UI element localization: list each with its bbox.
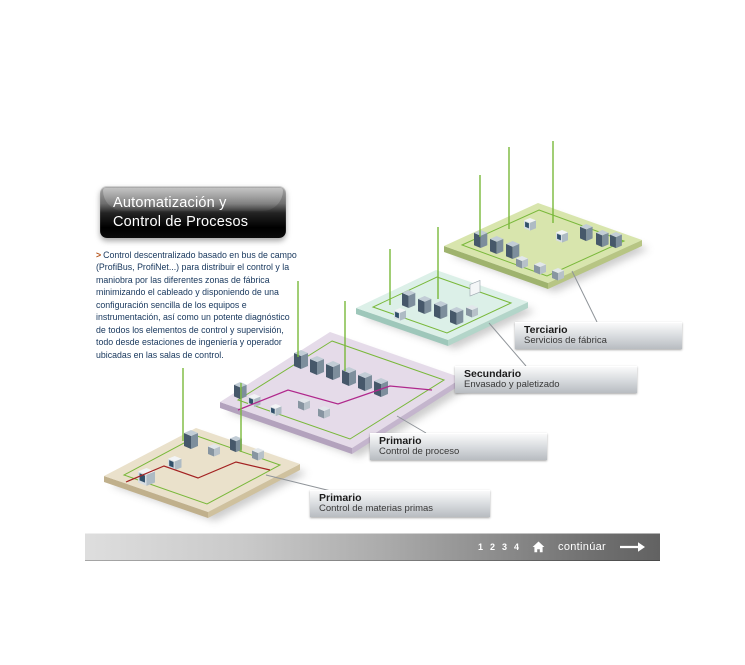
label-terciario: Terciario Servicios de fábrica (515, 322, 682, 349)
process-bus-line (237, 385, 433, 411)
page-1-link[interactable]: 1 (477, 542, 483, 552)
home-icon[interactable] (532, 541, 545, 553)
page-4-link[interactable]: 4 (514, 542, 520, 552)
fieldbus-vertical-lines (182, 141, 554, 452)
intro-bullet-marker: > (96, 250, 102, 260)
continue-button[interactable]: continúar (558, 541, 606, 553)
slide-title-line2: Control de Procesos (113, 213, 249, 230)
label-primario-proceso-title: Primario (379, 435, 422, 447)
course-navbar: 1 2 3 4 continúar (85, 533, 660, 561)
page-3-link[interactable]: 3 (502, 542, 508, 552)
label-primario-materias: Primario Control de materias primas (310, 490, 490, 517)
page-numbers: 1 2 3 4 (478, 542, 519, 552)
label-secundario-subtitle: Envasado y paletizado (464, 379, 560, 391)
intro-text: Control descentralizado basado en bus de… (96, 250, 297, 360)
platform-secundario (356, 270, 528, 346)
slide-title-box: Automatización y Control de Procesos (100, 186, 286, 238)
slide-title-line1: Automatización y (113, 195, 227, 211)
page-2-link[interactable]: 2 (490, 542, 496, 552)
label-primario-proceso: Primario Control de proceso (370, 433, 547, 460)
label-connector-lines (265, 270, 598, 492)
label-primario-materias-title: Primario (319, 492, 362, 504)
raw-bus-line (125, 461, 271, 483)
label-primario-proceso-subtitle: Control de proceso (379, 446, 460, 458)
label-secundario: Secundario Envasado y paletizado (455, 366, 637, 393)
continue-arrow-icon[interactable] (619, 541, 646, 553)
intro-paragraph: >Control descentralizado basado en bus d… (96, 249, 297, 361)
label-secundario-title: Secundario (464, 368, 522, 380)
label-primario-materias-subtitle: Control de materias primas (319, 503, 434, 515)
label-terciario-title: Terciario (524, 324, 568, 336)
label-terciario-subtitle: Servicios de fábrica (524, 335, 607, 347)
platform-primario-materias (104, 428, 300, 518)
platform-terciario (444, 203, 642, 289)
